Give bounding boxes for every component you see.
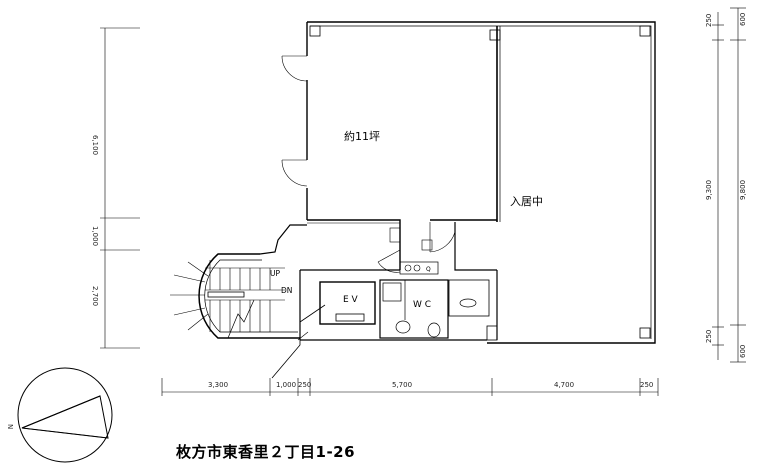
dim-right-bottom-inner: 250 — [705, 330, 713, 343]
core-area — [259, 222, 498, 341]
address-caption: 枚方市東香里２丁目1-26 — [176, 443, 356, 461]
dim-right-top-outer: 600 — [739, 13, 747, 26]
dim-left-middle: 1,000 — [91, 226, 99, 246]
stair-up-label: UP — [270, 269, 280, 278]
compass-rose — [17, 367, 113, 463]
dim-bottom-5: 4,700 — [554, 381, 574, 389]
dim-bottom-4: 5,700 — [392, 381, 412, 389]
left-room-label: 約11坪 — [344, 129, 380, 143]
doors — [281, 55, 456, 273]
dimension-lines — [100, 7, 746, 396]
dim-left-lower: 2,700 — [91, 286, 99, 306]
dim-right-top-inner: 250 — [705, 14, 713, 27]
stair-down-label: DN — [281, 286, 292, 295]
compass-north-label: N — [6, 424, 14, 429]
toilet-label: W C — [413, 300, 431, 310]
stair-tower — [170, 253, 326, 379]
dim-bottom-6: 250 — [640, 381, 653, 389]
dim-right-main-outer: 9,800 — [739, 180, 747, 200]
building-walls — [306, 21, 656, 344]
dim-bottom-2: 1,000 — [276, 381, 296, 389]
dim-left-upper: 6,100 — [91, 135, 99, 155]
dim-right-bottom-outer: 600 — [739, 345, 747, 358]
sink-mark: Q — [426, 266, 431, 273]
elevator-label: E V — [343, 295, 359, 305]
dim-bottom-1: 3,300 — [208, 381, 228, 389]
dim-bottom-3: 250 — [298, 381, 311, 389]
dim-right-main-inner: 9,300 — [705, 180, 713, 200]
right-room-label: 入居中 — [510, 195, 543, 208]
